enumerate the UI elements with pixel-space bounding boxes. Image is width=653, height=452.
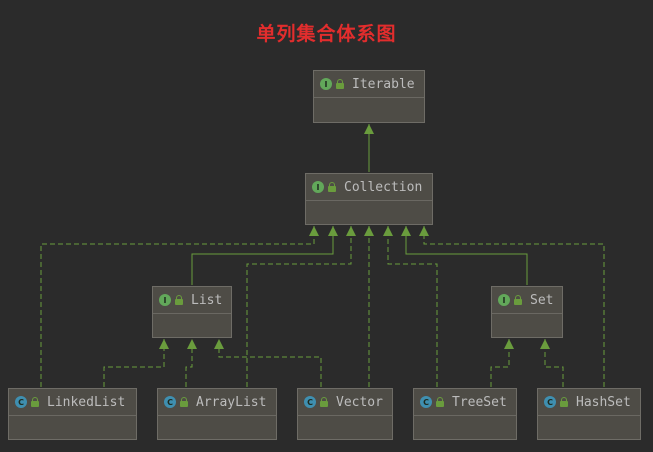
edge-linkedlist-collection-arrowhead bbox=[309, 226, 319, 236]
interface-icon: I bbox=[159, 294, 171, 306]
node-hashset[interactable]: C HashSet bbox=[537, 388, 641, 440]
edge-vector-list-arrowhead bbox=[214, 339, 224, 349]
node-label: ArrayList bbox=[196, 394, 267, 410]
edge-arraylist-collection bbox=[246, 226, 352, 387]
edge-linkedlist-list bbox=[103, 339, 165, 387]
edge-arraylist-collection-arrowhead bbox=[346, 226, 356, 236]
node-list[interactable]: I List bbox=[152, 286, 232, 338]
edge-treeset-collection bbox=[387, 226, 438, 387]
interface-icon: I bbox=[498, 294, 510, 306]
node-set[interactable]: I Set bbox=[491, 286, 563, 338]
edge-treeset-set bbox=[490, 339, 510, 387]
lock-icon bbox=[180, 396, 188, 407]
class-icon: C bbox=[164, 396, 176, 408]
edge-list-collection bbox=[191, 226, 334, 285]
node-label: LinkedList bbox=[47, 394, 126, 410]
edge-vector-collection-arrowhead bbox=[364, 226, 374, 236]
lock-icon bbox=[336, 78, 344, 89]
node-label: Collection bbox=[344, 179, 423, 195]
lock-icon bbox=[560, 396, 568, 407]
node-collection[interactable]: I Collection bbox=[305, 173, 433, 225]
node-vector[interactable]: C Vector bbox=[297, 388, 393, 440]
lock-icon bbox=[328, 181, 336, 192]
node-arraylist[interactable]: C ArrayList bbox=[157, 388, 277, 440]
lock-icon bbox=[175, 294, 183, 305]
node-treeset[interactable]: C TreeSet bbox=[413, 388, 517, 440]
node-label: HashSet bbox=[576, 394, 631, 410]
diagram-title: 单列集合体系图 bbox=[256, 23, 397, 45]
edge-list-collection-arrowhead bbox=[328, 226, 338, 236]
node-linkedlist[interactable]: C LinkedList bbox=[8, 388, 137, 440]
interface-icon: I bbox=[320, 78, 332, 90]
edge-hashset-collection-arrowhead bbox=[419, 226, 429, 236]
node-label: Vector bbox=[336, 394, 383, 410]
lock-icon bbox=[436, 396, 444, 407]
lock-icon bbox=[31, 396, 39, 407]
edge-set-collection bbox=[405, 226, 528, 285]
class-icon: C bbox=[420, 396, 432, 408]
node-label: Iterable bbox=[352, 76, 415, 92]
edge-vector-list bbox=[218, 339, 322, 387]
class-icon: C bbox=[304, 396, 316, 408]
node-iterable[interactable]: I Iterable bbox=[313, 70, 425, 123]
edge-arraylist-list bbox=[185, 339, 193, 387]
class-icon: C bbox=[544, 396, 556, 408]
class-icon: C bbox=[15, 396, 27, 408]
node-label: Set bbox=[530, 292, 554, 308]
edge-treeset-set-arrowhead bbox=[504, 339, 514, 349]
edge-arraylist-list-arrowhead bbox=[187, 339, 197, 349]
edge-hashset-set-arrowhead bbox=[540, 339, 550, 349]
node-label: TreeSet bbox=[452, 394, 507, 410]
edge-linkedlist-list-arrowhead bbox=[159, 339, 169, 349]
interface-icon: I bbox=[312, 181, 324, 193]
edge-set-collection-arrowhead bbox=[401, 226, 411, 236]
lock-icon bbox=[514, 294, 522, 305]
edge-collection-iterable-arrowhead bbox=[364, 124, 374, 134]
lock-icon bbox=[320, 396, 328, 407]
node-label: List bbox=[191, 292, 223, 308]
edge-treeset-collection-arrowhead bbox=[383, 226, 393, 236]
edge-hashset-set bbox=[544, 339, 564, 387]
